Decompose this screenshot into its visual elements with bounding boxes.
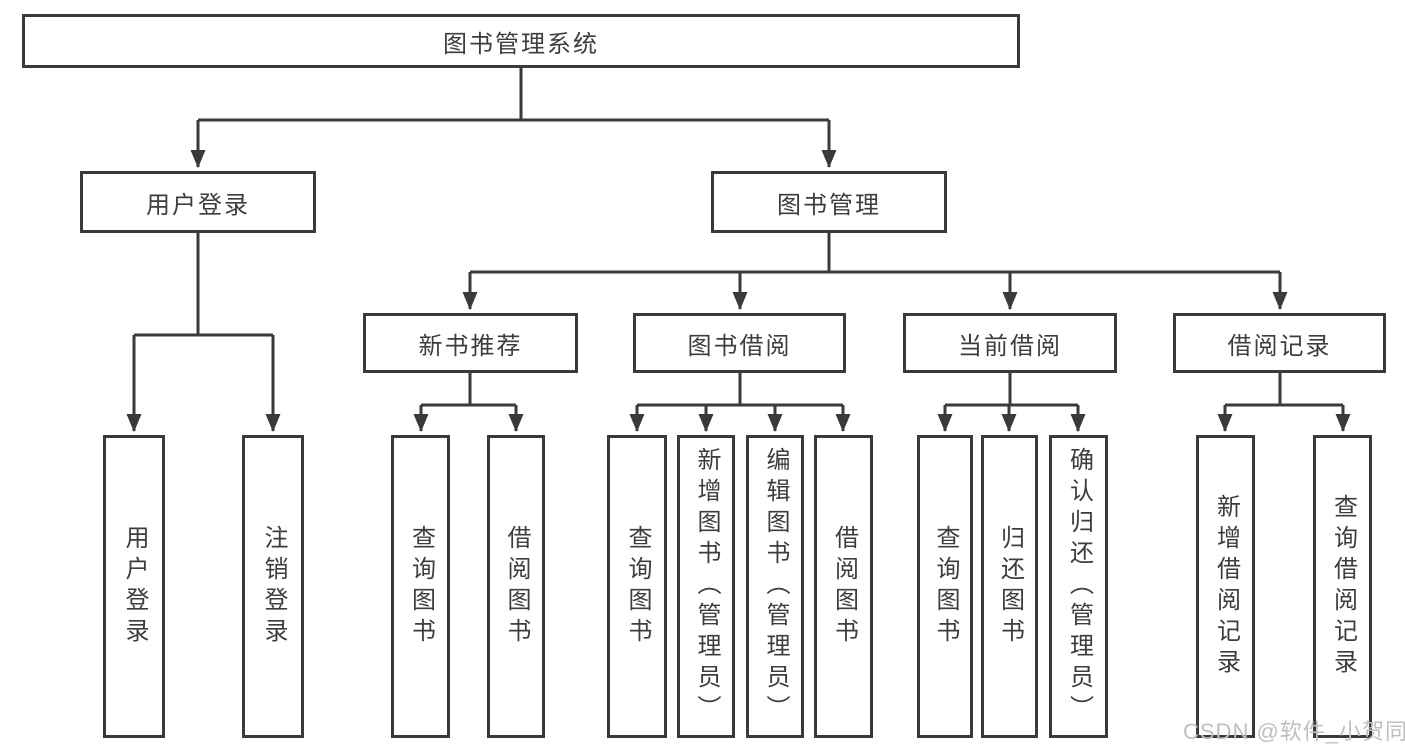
leaf-confirm-return-admin-label: 确认归还（管理员）	[1065, 447, 1093, 726]
leaf-edit-book-admin-label: 编辑图书（管理员）	[762, 447, 789, 726]
node-new-book-recommend: 新书推荐	[363, 313, 578, 373]
node-root: 图书管理系统	[22, 14, 1020, 68]
node-user-login: 用户登录	[80, 171, 316, 233]
node-current-borrow-label: 当前借阅	[958, 332, 1062, 360]
leaf-add-book-admin: 新增图书（管理员）	[677, 435, 735, 738]
node-user-login-label: 用户登录	[146, 191, 250, 219]
leaf-borrow-books-recommend-label: 借阅图书	[503, 524, 530, 649]
leaf-query-books-recommend: 查询图书	[391, 435, 450, 738]
leaf-query-books-recommend-label: 查询图书	[407, 524, 435, 649]
leaf-logout: 注销登录	[242, 435, 304, 738]
leaf-query-books-current-label: 查询图书	[932, 524, 959, 649]
node-root-label: 图书管理系统	[443, 30, 599, 58]
leaf-query-borrow-record-label: 查询借阅记录	[1329, 493, 1357, 680]
leaf-return-book-label: 归还图书	[996, 524, 1024, 649]
leaf-add-borrow-record: 新增借阅记录	[1196, 435, 1255, 738]
leaf-user-login: 用户登录	[103, 435, 165, 738]
connector-group	[126, 68, 1351, 432]
leaf-query-borrow-record: 查询借阅记录	[1313, 435, 1372, 738]
leaf-user-login-label: 用户登录	[121, 524, 148, 649]
node-book-management: 图书管理	[711, 171, 947, 233]
node-book-management-label: 图书管理	[777, 191, 881, 219]
leaf-add-book-admin-label: 新增图书（管理员）	[693, 447, 720, 726]
leaf-borrow-books: 借阅图书	[814, 435, 873, 738]
node-book-borrow: 图书借阅	[633, 313, 846, 373]
watermark-text: CSDN @软件_小贺同学	[1183, 719, 1405, 744]
leaf-borrow-books-recommend: 借阅图书	[487, 435, 545, 738]
leaf-query-books-borrow: 查询图书	[607, 435, 667, 738]
leaf-logout-label: 注销登录	[260, 524, 287, 649]
node-borrow-record: 借阅记录	[1173, 313, 1386, 373]
leaf-edit-book-admin: 编辑图书（管理员）	[746, 435, 804, 738]
node-new-book-recommend-label: 新书推荐	[418, 332, 523, 360]
leaf-add-borrow-record-label: 新增借阅记录	[1212, 493, 1240, 680]
leaf-query-books-current: 查询图书	[917, 435, 973, 738]
leaf-confirm-return-admin: 确认归还（管理员）	[1049, 435, 1108, 738]
node-book-borrow-label: 图书借阅	[687, 332, 792, 360]
leaf-return-book: 归还图书	[981, 435, 1038, 738]
leaf-borrow-books-label: 借阅图书	[830, 524, 858, 649]
node-borrow-record-label: 借阅记录	[1227, 332, 1332, 360]
leaf-query-books-borrow-label: 查询图书	[624, 524, 651, 649]
node-current-borrow: 当前借阅	[903, 313, 1117, 373]
